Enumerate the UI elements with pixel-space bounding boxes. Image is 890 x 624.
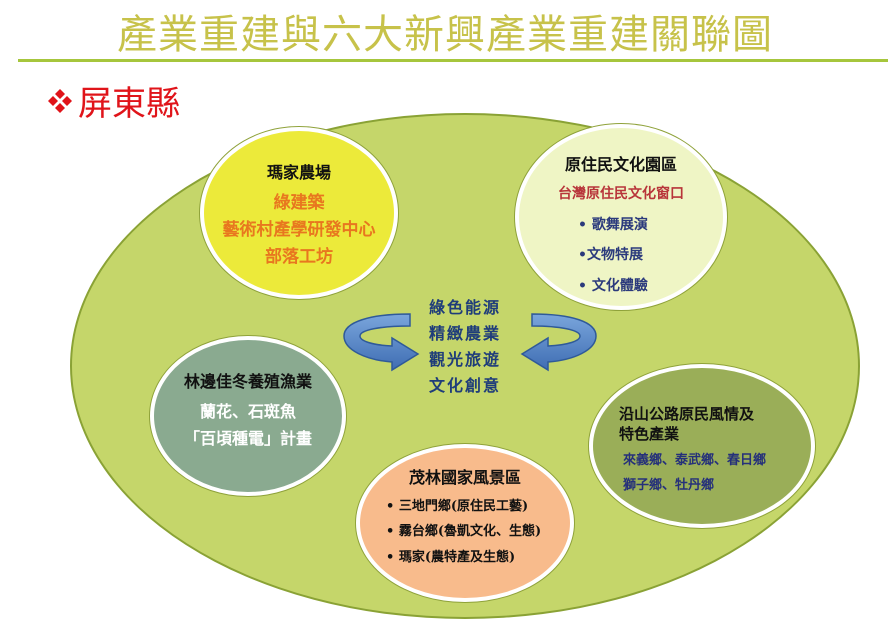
bubble-majia-farm-line: 部落工坊 xyxy=(265,247,333,267)
bubble-indigenous-park-subtitle: 台灣原住民文化窗口 xyxy=(558,186,684,202)
cycle-arrows xyxy=(343,313,597,372)
section-label: 屏東縣 xyxy=(78,84,180,124)
center-label: 觀光旅遊 xyxy=(428,350,501,369)
bubble-linbian-line: 蘭花、石斑魚 xyxy=(199,402,296,421)
bubble-indigenous-park xyxy=(515,124,727,310)
center-label: 文化創意 xyxy=(428,376,501,395)
bubble-coastal-road-line: 獅子鄉、牡丹鄉 xyxy=(623,478,715,493)
bubble-maolin-item: • 三地門鄉(原住民工藝) xyxy=(386,499,529,514)
title-divider xyxy=(18,59,888,62)
bubble-linbian-title: 林邊佳冬養殖漁業 xyxy=(183,372,312,391)
bubble-maolin-scenic xyxy=(356,444,574,602)
right-curved-arrow-icon xyxy=(520,313,597,372)
bubble-majia-farm-title: 瑪家農場 xyxy=(266,163,331,182)
section-heading: 屏東縣 xyxy=(46,76,180,125)
bubble-indigenous-park-item: •文物特展 xyxy=(578,247,643,263)
bubble-maolin-title: 茂林國家風景區 xyxy=(408,468,521,487)
page-title: 產業重建與六大新興產業重建關聯圖 xyxy=(117,12,773,58)
bubble-indigenous-park-item: • 文化體驗 xyxy=(578,278,648,294)
center-label: 精緻農業 xyxy=(428,324,501,343)
bubble-majia-farm-line: 綠建築 xyxy=(273,193,325,213)
center-label: 綠色能源 xyxy=(428,298,501,317)
bubble-coastal-road-title-line: 沿山公路原民風情及 xyxy=(619,405,755,423)
bubble-linbian-line: 「百頃種電」計畫 xyxy=(183,429,312,448)
bubble-linbian-fishery xyxy=(150,336,346,496)
bubble-majia-farm xyxy=(200,127,398,299)
bubble-indigenous-park-title: 原住民文化園區 xyxy=(564,155,677,174)
bubble-coastal-road-title: 沿山公路原民風情及 特色產業 xyxy=(619,404,754,444)
bubble-coastal-road-title-line: 特色產業 xyxy=(619,425,680,443)
bubble-maolin-item: • 霧台鄉(魯凱文化、生態) xyxy=(386,524,542,539)
left-curved-arrow-icon xyxy=(343,313,420,372)
bubble-indigenous-park-item: • 歌舞展演 xyxy=(578,217,648,233)
bubble-maolin-item: • 瑪家(農特產及生態) xyxy=(386,550,516,565)
diamond-bullet-icon xyxy=(48,88,72,113)
bubble-coastal-road-line: 來義鄉、泰武鄉、春日鄉 xyxy=(623,453,767,468)
bubble-majia-farm-line: 藝術村產學研發中心 xyxy=(222,220,376,240)
bubble-coastal-road xyxy=(589,364,815,528)
